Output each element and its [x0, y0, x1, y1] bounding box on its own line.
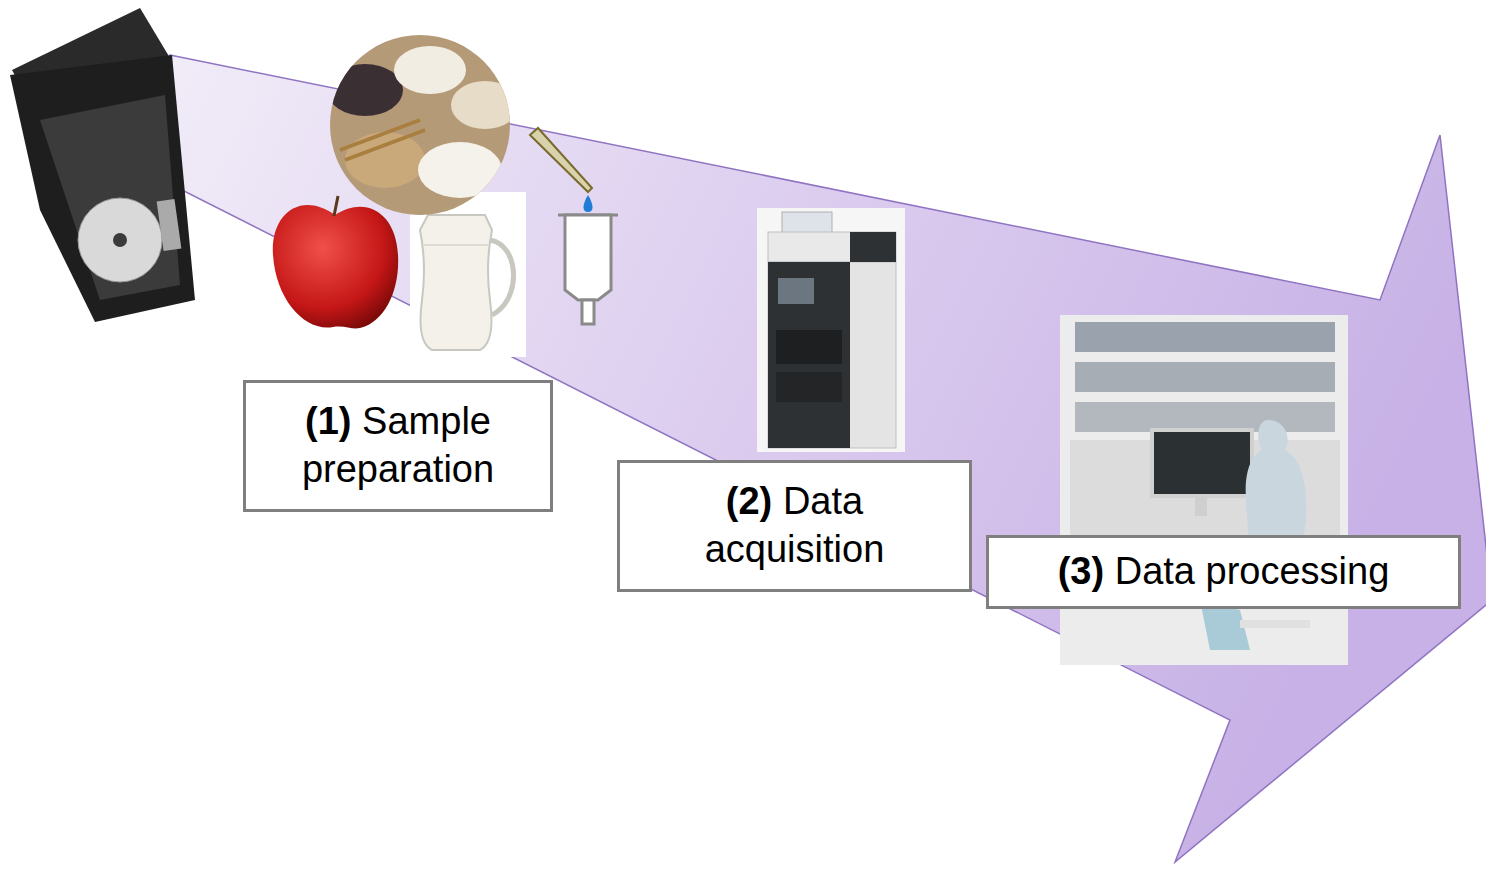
instrument-screen	[778, 278, 814, 304]
instrument-drawer	[776, 372, 842, 402]
kit-disc-hole	[113, 233, 127, 247]
wheat-stalks	[340, 120, 425, 160]
step-name: Data processing	[1115, 550, 1390, 592]
step-number: (1)	[305, 400, 351, 442]
kit-base	[10, 55, 195, 322]
bowl-black-rice	[327, 64, 403, 116]
bookshelf-row-2	[1075, 362, 1335, 392]
kit-vial	[157, 199, 182, 251]
bowl-rice	[418, 142, 502, 198]
grain-bowls-image	[327, 35, 519, 215]
apple-stem	[334, 196, 338, 216]
bookshelf-row-1	[1075, 322, 1335, 352]
workstation-photo	[1060, 315, 1348, 665]
milk-jug-image	[410, 192, 526, 357]
step-box: (2)Data acquisition	[617, 460, 972, 592]
process-arrow	[170, 55, 1486, 862]
dropper	[530, 128, 592, 192]
apple-body	[273, 205, 398, 328]
step-box: (1)Sample preparation	[243, 380, 553, 512]
step-label: (1)Sample preparation	[268, 398, 528, 494]
bookshelf-row-3	[1075, 402, 1335, 432]
jug-backdrop	[410, 192, 526, 357]
step-number: (2)	[726, 480, 772, 522]
instrument-bottles	[782, 212, 832, 234]
bowl-oats	[451, 81, 519, 129]
cartridge-tip	[582, 300, 594, 324]
jug-handle	[490, 240, 514, 315]
jug-milk-line	[424, 244, 488, 246]
kit-disc	[78, 198, 162, 282]
cartridge-body	[565, 215, 611, 300]
monitor	[1152, 430, 1252, 496]
step-box: (3) Data processing	[986, 535, 1461, 609]
lc-instrument-image	[757, 208, 905, 452]
instrument-top	[768, 232, 896, 262]
instrument-door	[776, 330, 842, 364]
instrument-backdrop	[757, 208, 905, 452]
monitor-stand	[1195, 496, 1207, 516]
kit-tray	[40, 95, 180, 300]
step-label: (3) Data processing	[1058, 548, 1390, 596]
spe-cartridge-icon	[530, 128, 618, 324]
jug-glass	[420, 215, 492, 350]
step-number: (3)	[1058, 550, 1104, 592]
bowl-white-rice	[394, 46, 466, 94]
instrument-front	[768, 262, 850, 448]
photo-backdrop	[1060, 315, 1348, 665]
bowl-brown-rice	[345, 132, 425, 188]
kit-box	[10, 8, 195, 322]
instrument-body	[768, 262, 896, 448]
instrument-panel	[850, 232, 896, 262]
apple-image	[273, 196, 398, 328]
drop	[584, 195, 593, 212]
chair-base	[1240, 620, 1310, 628]
step-label: (2)Data acquisition	[644, 478, 945, 574]
